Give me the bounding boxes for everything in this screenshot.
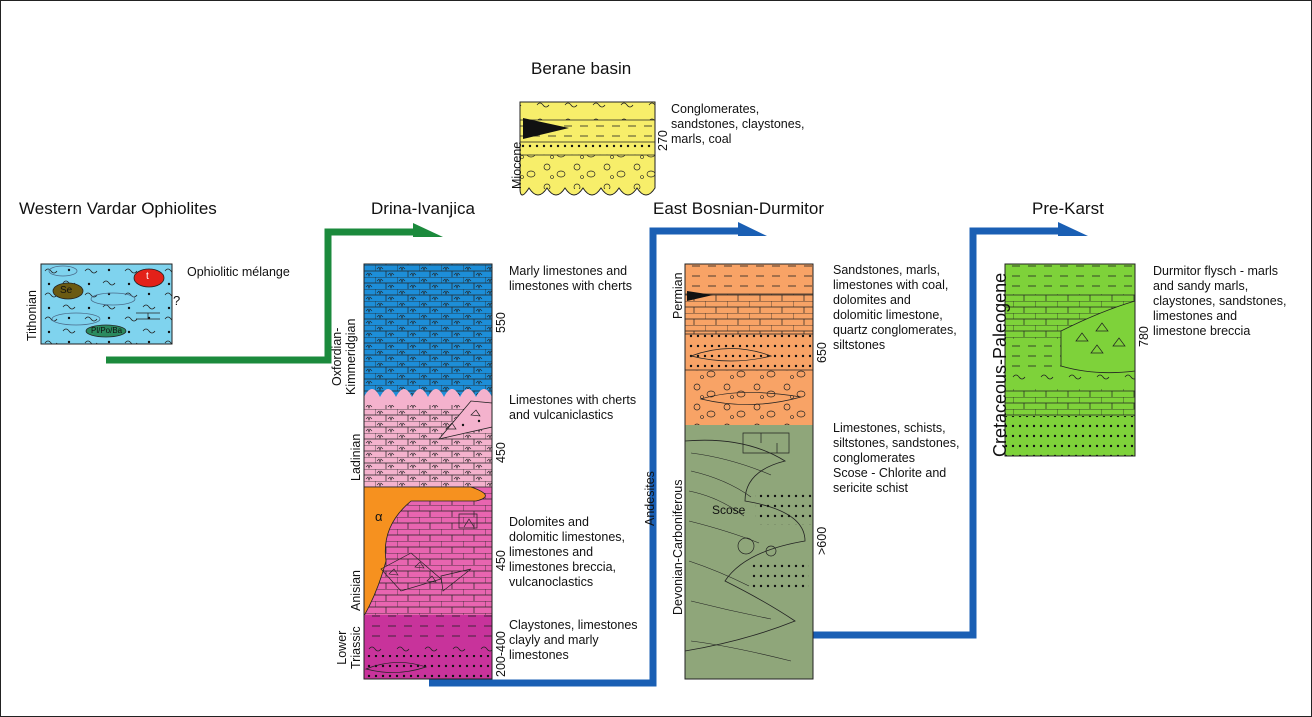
desc-western-vardar: Ophiolitic mélange (187, 265, 290, 279)
permian-coal-wedge (687, 291, 713, 301)
arrow-east-bosnian (429, 227, 741, 687)
label-andesites: Andesites (643, 471, 657, 526)
thickness-devonian: >600 (815, 526, 829, 555)
desc-pre-karst: Durmitor flysch - marls and sandy marls,… (1153, 264, 1287, 338)
desc-devonian: Limestones, schists, siltstones, sandsto… (833, 421, 960, 495)
arrowhead-east-bosnian (738, 222, 767, 236)
drina-column (363, 263, 493, 680)
arrowhead-drina-ivanjica (413, 223, 443, 237)
title-western-vardar: Western Vardar Ophiolites (19, 199, 217, 218)
age-permian: Permian (671, 272, 685, 319)
thickness-anisian: 450 (494, 550, 508, 571)
desc-berane: Conglomerates, sandstones, claystones, m… (671, 102, 805, 146)
title-pre-karst: Pre-Karst (1032, 199, 1104, 218)
east-bosnian-column (684, 263, 814, 680)
desc-ladinian: Limestones with cherts and vulcaniclasti… (509, 393, 637, 422)
alpha-label: α (375, 509, 383, 524)
vardar-label-se: Se (60, 285, 73, 296)
label-scose: Scose (712, 503, 746, 517)
title-berane: Berane basin (531, 59, 632, 78)
pre-karst-column (1004, 263, 1136, 457)
vardar-clast-plpoba (85, 324, 127, 338)
thickness-ladinian: 450 (494, 442, 508, 463)
age-ladinian: Ladinian (349, 433, 363, 481)
vardar-label-plpoba: Pl/Po/Ba (91, 326, 123, 335)
desc-lower-triassic: Claystones, limestones clayly and marly … (509, 618, 638, 662)
thickness-oxfordian: 550 (494, 312, 508, 333)
berane-column (519, 101, 656, 196)
age-oxfordian-kimmeridgian: Oxfordian- Kimmeridgian (330, 318, 358, 395)
age-lower-triassic: Lower Triassic (335, 626, 363, 669)
vardar-clast-se (52, 282, 84, 300)
arrow-pre-karst (749, 227, 1061, 639)
thickness-pre-karst: 780 (1137, 326, 1151, 347)
thickness-permian: 650 (815, 342, 829, 363)
thickness-berane: 270 (656, 130, 670, 151)
vardar-column (40, 263, 173, 345)
vardar-query-mark: ? (173, 293, 181, 308)
title-drina-ivanjica: Drina-Ivanjica (371, 199, 475, 218)
arrowhead-pre-karst (1058, 222, 1088, 236)
desc-oxfordian: Marly limestones and limestones with che… (509, 264, 632, 293)
alpha-intrusion (363, 486, 486, 618)
desc-anisian: Dolomites and dolomitic limestones, lime… (509, 515, 626, 589)
arrow-drina-ivanjica (106, 228, 416, 364)
age-tithonian: Tithonian (25, 290, 39, 341)
thickness-lower-triassic: 200-400 (494, 631, 508, 677)
title-east-bosnian: East Bosnian-Durmitor (653, 199, 825, 218)
vardar-label-t: t (146, 271, 149, 282)
age-cretaceous-paleogene: Cretaceous-Paleogene (990, 272, 1010, 457)
desc-permian: Sandstones, marls, limestones with coal,… (833, 263, 957, 352)
age-miocene: Miocene (510, 141, 524, 189)
age-devonian-carboniferous: Devonian-Carboniferous (671, 479, 685, 616)
vardar-clast-t (133, 268, 165, 288)
berane-coal-wedge (523, 118, 569, 139)
age-anisian: Anisian (349, 570, 363, 611)
